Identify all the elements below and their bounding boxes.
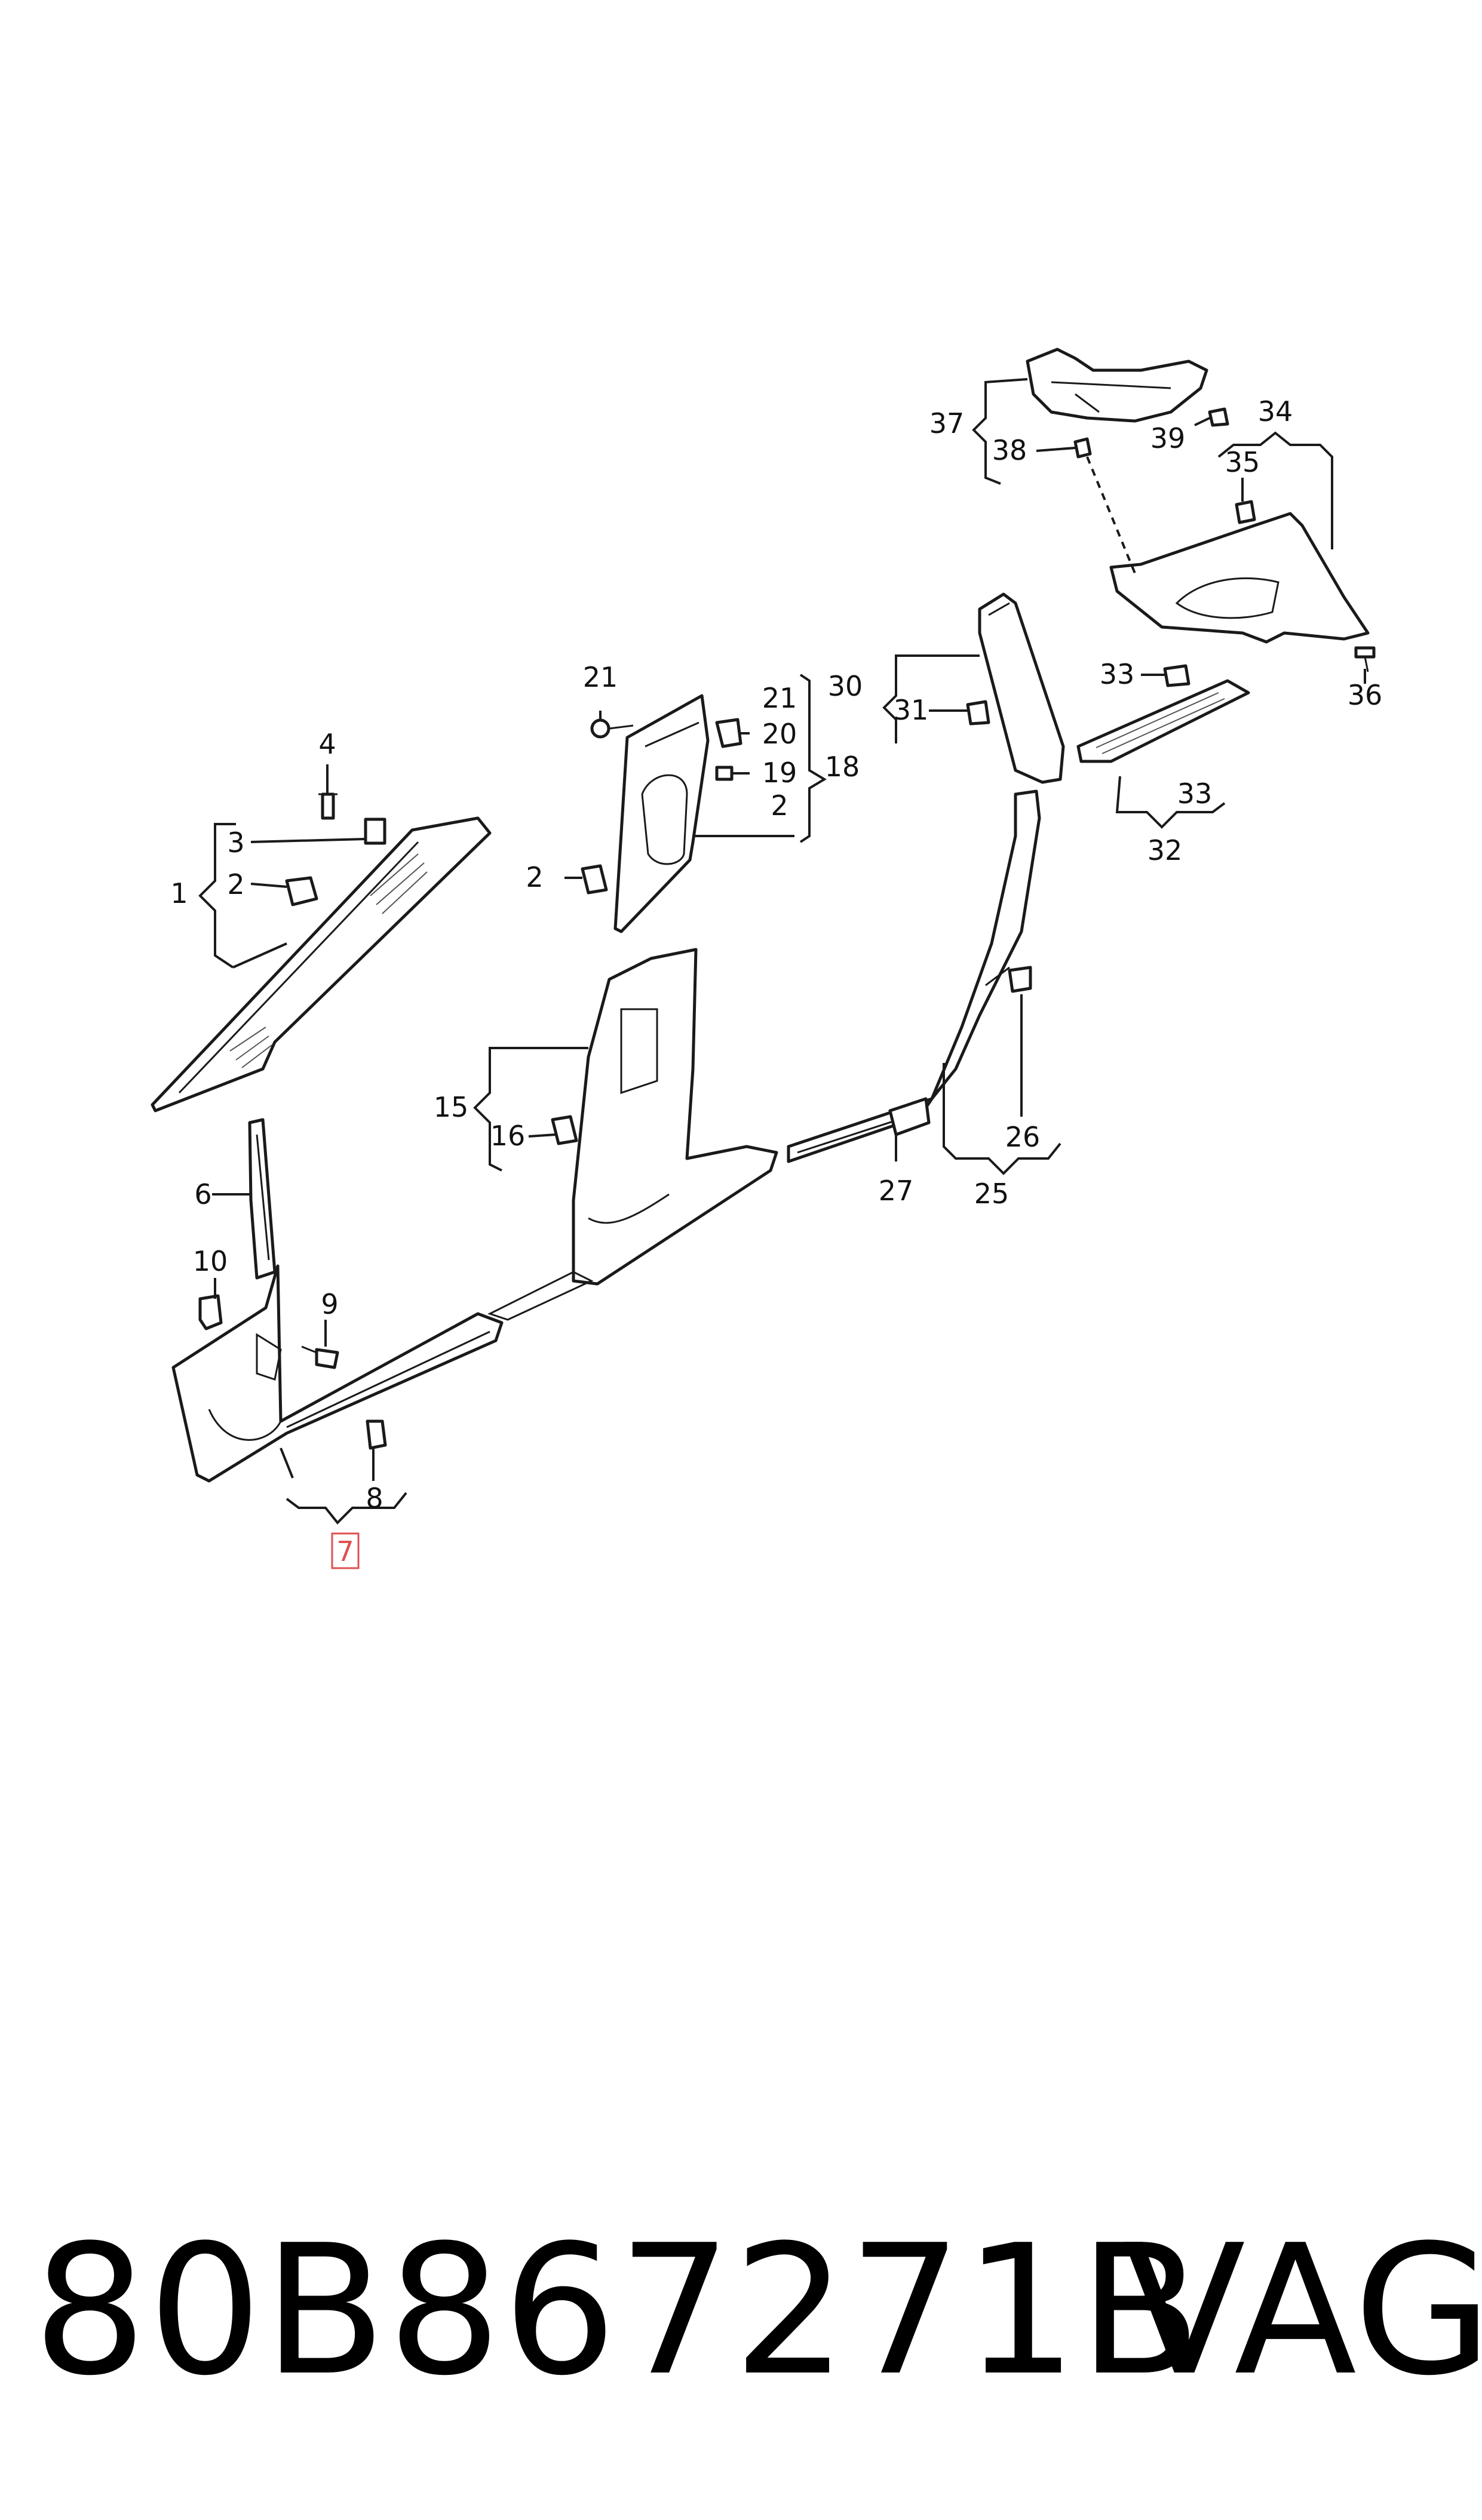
clip-19 xyxy=(715,766,734,781)
label-39: 39 xyxy=(1150,422,1186,454)
label-36: 36 xyxy=(1348,679,1383,711)
b-pillar-lower-trim xyxy=(487,948,778,1321)
clip-31 xyxy=(966,700,990,726)
label-1: 1 xyxy=(170,877,188,909)
label-18: 18 xyxy=(825,751,860,783)
clip-33 xyxy=(1163,664,1190,687)
label-10: 10 xyxy=(193,1245,228,1277)
label-8: 8 xyxy=(366,1482,383,1514)
sill-trim-7 xyxy=(171,1264,504,1483)
label-2: 2 xyxy=(227,868,244,901)
bracket-37 xyxy=(1026,348,1208,423)
label-33-a: 33 xyxy=(1100,658,1135,690)
clip-26 xyxy=(1008,966,1032,993)
screw-21 xyxy=(590,718,634,739)
clip-36 xyxy=(1354,646,1376,672)
label-26: 26 xyxy=(1005,1121,1041,1153)
clip-38 xyxy=(1073,437,1092,459)
label-31: 31 xyxy=(894,694,929,726)
c-pillar-upper-trim xyxy=(978,592,1065,784)
clip-27 xyxy=(888,1097,931,1136)
clip-35 xyxy=(1235,500,1256,524)
label-37: 37 xyxy=(929,407,965,440)
clip-10 xyxy=(198,1294,223,1330)
label-25: 25 xyxy=(974,1178,1010,1210)
clip-20 xyxy=(715,718,742,748)
clip-16 xyxy=(551,1115,578,1145)
label-4: 4 xyxy=(318,728,336,760)
label-2-b: 2 xyxy=(526,861,543,893)
screw-9 xyxy=(301,1345,339,1369)
label-20: 20 xyxy=(762,718,797,750)
label-2-c: 2 xyxy=(771,789,788,822)
label-38: 38 xyxy=(992,434,1027,466)
label-3: 3 xyxy=(227,826,244,859)
label-35: 35 xyxy=(1225,446,1260,478)
callout-labels: 1 2 3 4 6 10 9 8 7 15 16 2 21 21 20 19 1… xyxy=(170,395,1383,1569)
label-27: 27 xyxy=(879,1175,914,1207)
label-21-a: 21 xyxy=(583,661,618,693)
clip-39 xyxy=(1208,407,1229,427)
part-number: 80B867271B xyxy=(33,2206,1203,2415)
label-7-highlight-box xyxy=(331,1532,360,1569)
label-19: 19 xyxy=(762,757,797,789)
trim-panel-32 xyxy=(1076,679,1250,763)
label-6: 6 xyxy=(194,1178,211,1210)
label-7: 7 xyxy=(336,1535,354,1568)
clip-8 xyxy=(366,1419,387,1450)
b-pillar-upper-trim xyxy=(613,694,710,933)
label-33-b: 33 xyxy=(1177,777,1213,810)
label-9: 9 xyxy=(321,1288,338,1320)
label-34: 34 xyxy=(1258,395,1293,428)
label-15: 15 xyxy=(434,1091,469,1123)
label-21-b: 21 xyxy=(762,682,797,714)
leader-lines xyxy=(198,378,1366,1525)
label-16: 16 xyxy=(490,1120,526,1152)
clip-3 xyxy=(364,818,386,845)
a-pillar-trim xyxy=(151,816,492,1113)
cover-6 xyxy=(248,1118,277,1280)
clip-4 xyxy=(318,792,337,820)
clip-2-a xyxy=(285,876,318,906)
label-32: 32 xyxy=(1147,834,1183,866)
brand-name: VAG xyxy=(1123,2206,1482,2415)
label-30: 30 xyxy=(828,670,863,702)
clip-2-c xyxy=(581,864,608,895)
trim-panel-34 xyxy=(1109,512,1370,644)
